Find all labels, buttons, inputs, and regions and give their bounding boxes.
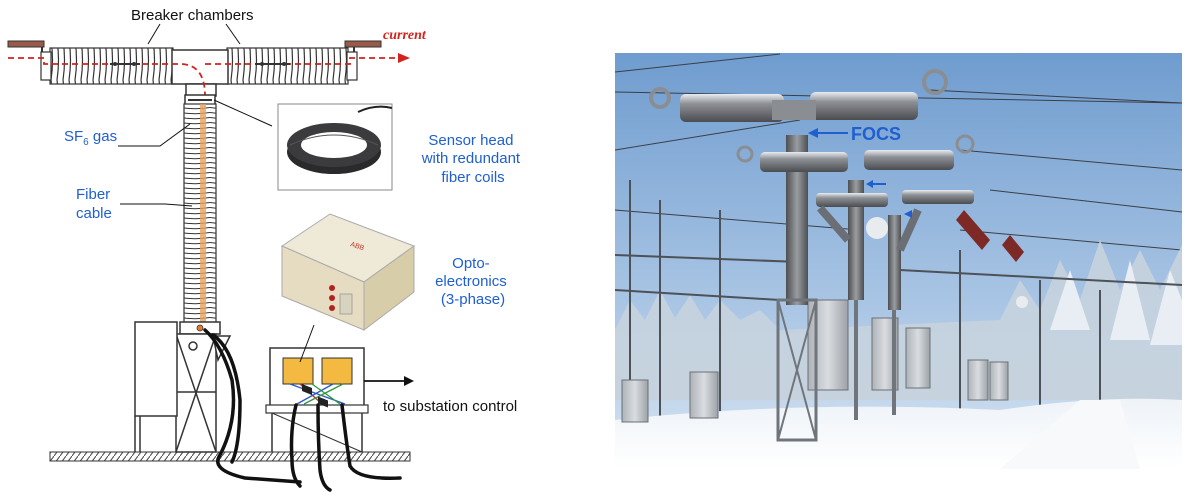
focs-label: FOCS [851, 124, 901, 144]
optoelectronics-line3: (3-phase) [441, 291, 505, 308]
steel-structures [614, 180, 1183, 430]
device-brand-label: ABB [349, 241, 365, 252]
current-label: current [383, 28, 427, 43]
breaker-diagram: ABB Breaker chambers current SF6 gas Fib… [7, 7, 525, 492]
current-arrowhead [398, 53, 410, 63]
fiber-cable-line1: Fiber [76, 186, 110, 203]
sf6-label-main: SF [64, 128, 83, 145]
sensor-head-photo [277, 103, 393, 191]
sensor-head-line2: with redundant [421, 150, 521, 167]
optoelectronics-line2: electronics [435, 273, 507, 290]
support-frame [134, 321, 232, 453]
sf6-label-sub: 6 [83, 137, 89, 148]
ground-plate [49, 451, 411, 462]
sensor-head-line3: fiber coils [441, 169, 504, 186]
sf6-gas-label: SF6 gas [64, 128, 117, 148]
optoelectronics-line1: Opto- [452, 255, 490, 272]
sensor-head-label: Sensor head with redundant fiber coils [421, 132, 525, 186]
substation-control-label: to substation control [383, 398, 517, 415]
t-junction-neck [185, 83, 217, 97]
fiber-cables [203, 328, 402, 492]
sf6-label-end: gas [89, 128, 117, 145]
breaker-chamber-left [49, 47, 174, 85]
fiber-cable-line2: cable [76, 205, 112, 222]
substation-photo: FOCS [614, 53, 1183, 469]
fiber-cable-in-column [200, 104, 206, 326]
fiber-cable-label: Fiber cable [76, 186, 114, 222]
optoelectronics-label: Opto- electronics (3-phase) [435, 255, 511, 308]
column-insulators [776, 135, 901, 442]
callout-lines [118, 23, 315, 363]
t-junction [171, 49, 229, 85]
chamber-flange [40, 51, 52, 81]
sensor-head-line1: Sensor head [428, 132, 513, 149]
breaker-chamber-right [226, 47, 349, 85]
photo-breaker-chambers [649, 69, 1028, 308]
opto-module-b [321, 357, 353, 385]
focs-arrow-small [904, 210, 912, 218]
chamber-flange [346, 51, 358, 81]
opto-module-a [282, 357, 314, 385]
optoelectronics-photo: ABB [280, 213, 416, 408]
breaker-chambers-label: Breaker chambers [131, 7, 254, 24]
